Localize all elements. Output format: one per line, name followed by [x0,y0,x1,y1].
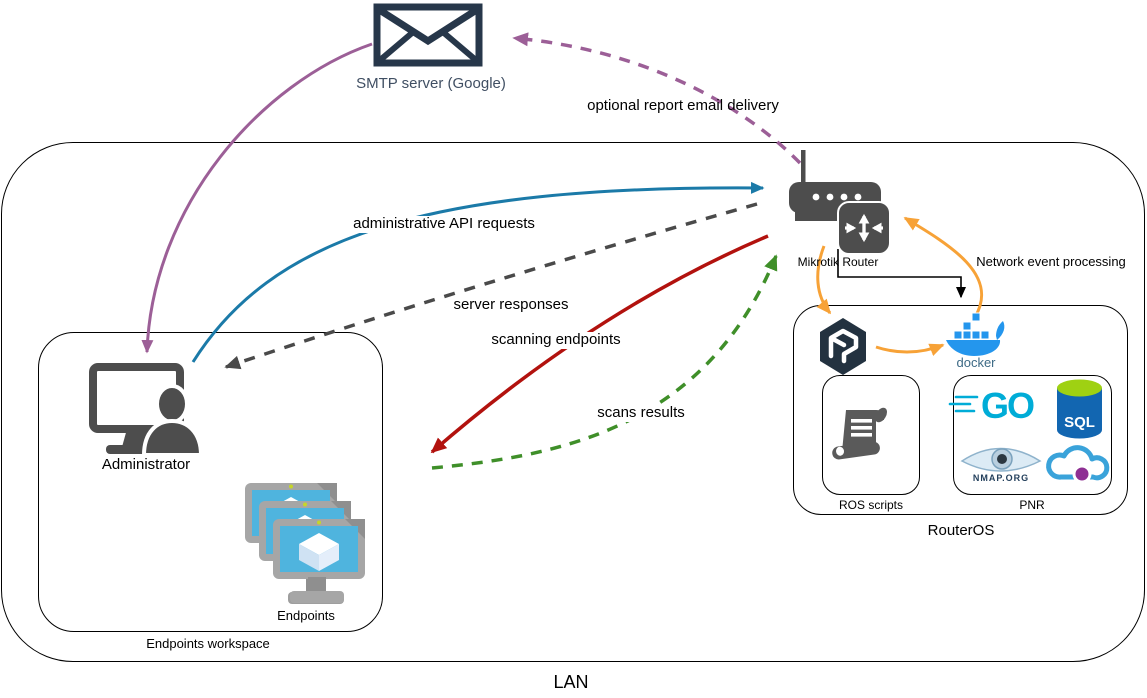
optional-email-delivery-label: optional report email delivery [587,97,779,114]
sql-database-icon[interactable]: SQL [1057,379,1102,439]
endpoints-workspace-label: Endpoints workspace [146,636,270,651]
go-wordmark: GO [981,385,1034,426]
administrator-icon[interactable] [89,363,204,457]
lan-boundary-box[interactable] [1,142,1145,662]
pnr-box[interactable] [953,375,1112,495]
sql-wordmark: SQL [1064,414,1095,431]
scans-results-label: scans results [595,404,687,422]
edge-network-event-processing[interactable] [837,249,967,299]
edge-docker-to-router[interactable] [903,216,984,318]
edge-smtp-to-admin[interactable] [141,42,373,354]
scroll-icon[interactable] [831,406,889,461]
routing-symbol-icon [837,201,891,255]
go-logo-icon[interactable]: GO [948,385,1036,426]
cloud-service-icon[interactable] [1046,445,1110,484]
container-package-icon[interactable] [820,318,866,375]
edge-scanning-endpoints[interactable] [430,234,769,454]
scanning-endpoints-label: scanning endpoints [489,331,623,349]
email-envelope-icon[interactable] [373,3,483,67]
endpoints-workspace-box[interactable] [38,332,383,632]
mikrotik-router-label: Mikrotik Router [797,255,879,269]
edge-scans-results[interactable] [431,254,778,470]
edge-server-responses[interactable] [224,202,758,370]
docker-icon[interactable]: docker [946,312,1005,370]
nmap-logo-icon[interactable]: NMAP.ORG [960,447,1042,484]
pnr-label: PNR [1019,498,1045,512]
administrator-label: Administrator [101,456,191,473]
api-requests-label: administrative API requests [351,215,537,233]
docker-wordmark: docker [956,355,996,370]
nmap-wordmark: NMAP.ORG [973,473,1029,483]
network-event-processing-label: Network event processing [976,254,1126,269]
routeros-label: RouterOS [927,522,995,539]
ros-scripts-label: ROS scripts [838,498,904,512]
endpoints-vms-icon[interactable] [245,483,365,604]
routeros-box[interactable] [793,305,1128,515]
endpoints-label: Endpoints [277,608,335,623]
smtp-server-label: SMTP server (Google) [356,75,506,92]
mikrotik-router-icon[interactable] [789,150,891,255]
edge-container-to-docker[interactable] [875,343,945,356]
lan-label: LAN [553,672,589,692]
ros-scripts-box[interactable] [822,375,920,495]
edge-api-requests[interactable] [191,181,765,363]
server-responses-label: server responses [451,296,571,314]
edge-optional-email-delivery[interactable] [512,32,802,165]
edge-router-to-container[interactable] [816,245,832,315]
